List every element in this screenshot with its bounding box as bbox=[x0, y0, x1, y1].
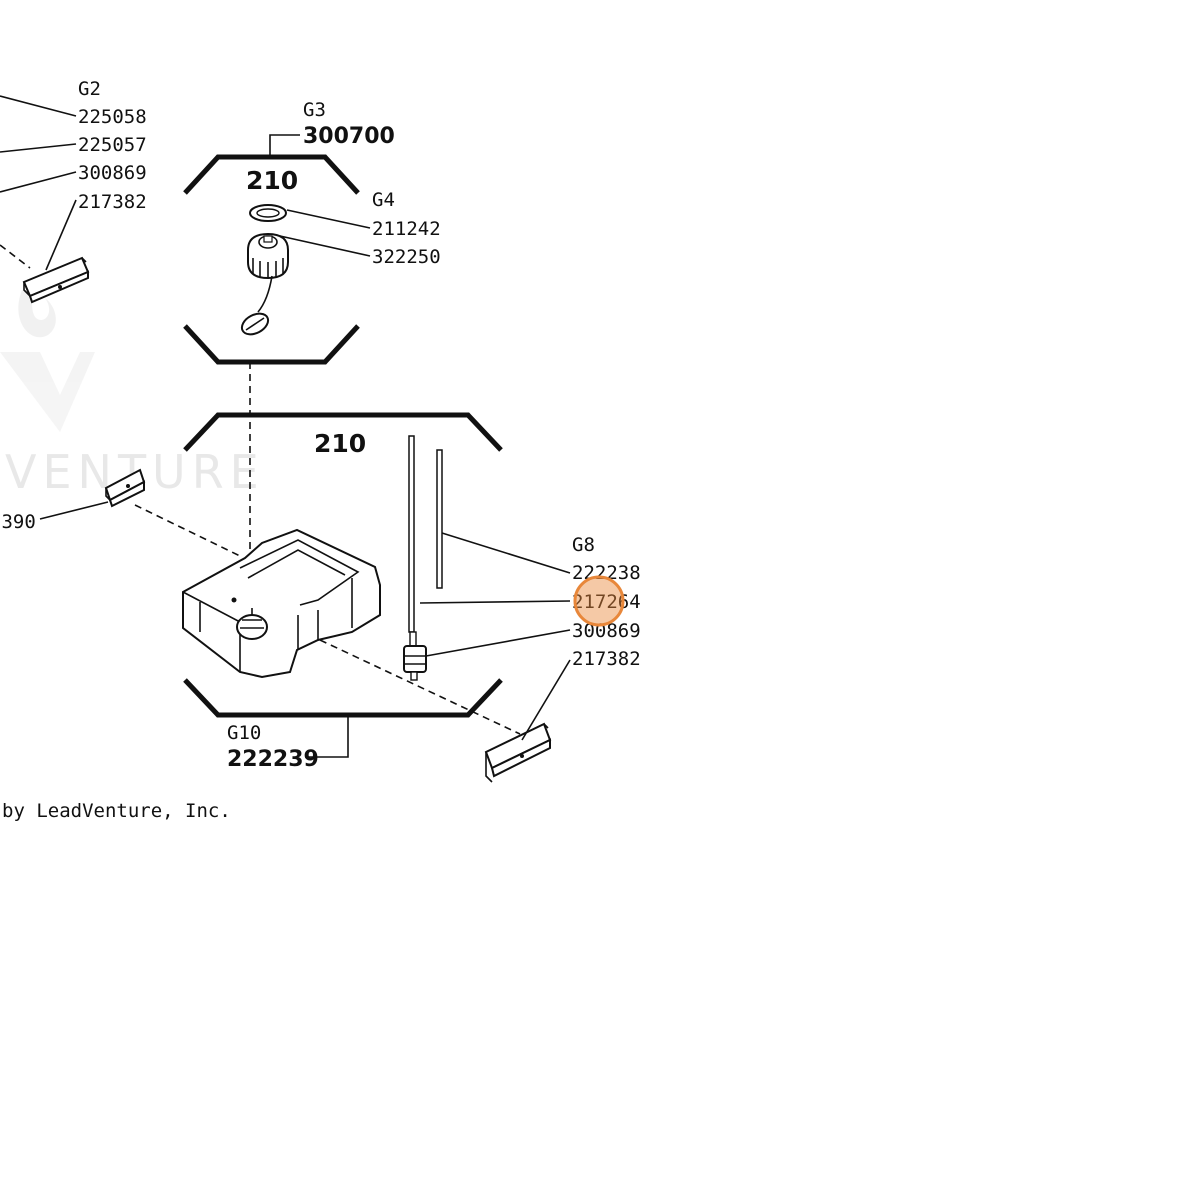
g2-part-4[interactable]: 217382 bbox=[78, 191, 147, 213]
gasket-ring-icon bbox=[249, 204, 287, 222]
g4-leader-2 bbox=[279, 235, 371, 257]
g2-part-3[interactable]: 300869 bbox=[78, 162, 147, 184]
g4-part-1[interactable]: 211242 bbox=[372, 218, 441, 240]
left-strap-part[interactable]: 7390 bbox=[0, 511, 36, 533]
g2-leader-lines bbox=[0, 95, 77, 271]
g10-part[interactable]: 222239 bbox=[227, 747, 319, 772]
copyright-text: by LeadVenture, Inc. bbox=[2, 800, 231, 822]
g8-part-4[interactable]: 217382 bbox=[572, 648, 641, 670]
fuel-filter-icon bbox=[403, 631, 427, 681]
highlight-marker[interactable] bbox=[573, 575, 625, 627]
tank-qty: 210 bbox=[314, 429, 366, 458]
g3-qty: 210 bbox=[246, 166, 298, 195]
strap-bracket-icon bbox=[484, 722, 552, 783]
g3-label: G3 bbox=[303, 99, 326, 121]
fuel-tank-icon bbox=[182, 528, 381, 679]
g8-leader-lines bbox=[419, 532, 571, 741]
tank-bracket-top bbox=[183, 412, 503, 452]
fuel-cap-icon bbox=[240, 232, 289, 336]
g10-bracket-line bbox=[305, 716, 349, 758]
g3-part[interactable]: 300700 bbox=[303, 124, 395, 149]
g4-part-2[interactable]: 322250 bbox=[372, 246, 441, 268]
right-strap-dash bbox=[319, 639, 521, 735]
g3-bracket-bottom bbox=[183, 324, 360, 365]
g2-strap-dash bbox=[0, 244, 31, 269]
g10-label: G10 bbox=[227, 722, 261, 744]
g2-label: G2 bbox=[78, 78, 101, 100]
g3-bracket-line bbox=[269, 134, 300, 157]
strap-bracket-icon bbox=[22, 256, 90, 304]
g4-leader-1 bbox=[286, 209, 371, 229]
left-strap-leader bbox=[39, 501, 109, 520]
g8-label: G8 bbox=[572, 534, 595, 556]
g4-label: G4 bbox=[372, 189, 395, 211]
tank-bracket-bottom bbox=[183, 678, 503, 718]
g3-bracket-top bbox=[183, 154, 360, 195]
g2-part-1[interactable]: 225058 bbox=[78, 106, 147, 128]
g2-part-2[interactable]: 225057 bbox=[78, 134, 147, 156]
left-strap-dash bbox=[134, 504, 241, 557]
watermark-logo bbox=[0, 290, 95, 432]
g8-part-3[interactable]: 300869 bbox=[572, 620, 641, 642]
strap-bracket-icon bbox=[104, 468, 146, 508]
